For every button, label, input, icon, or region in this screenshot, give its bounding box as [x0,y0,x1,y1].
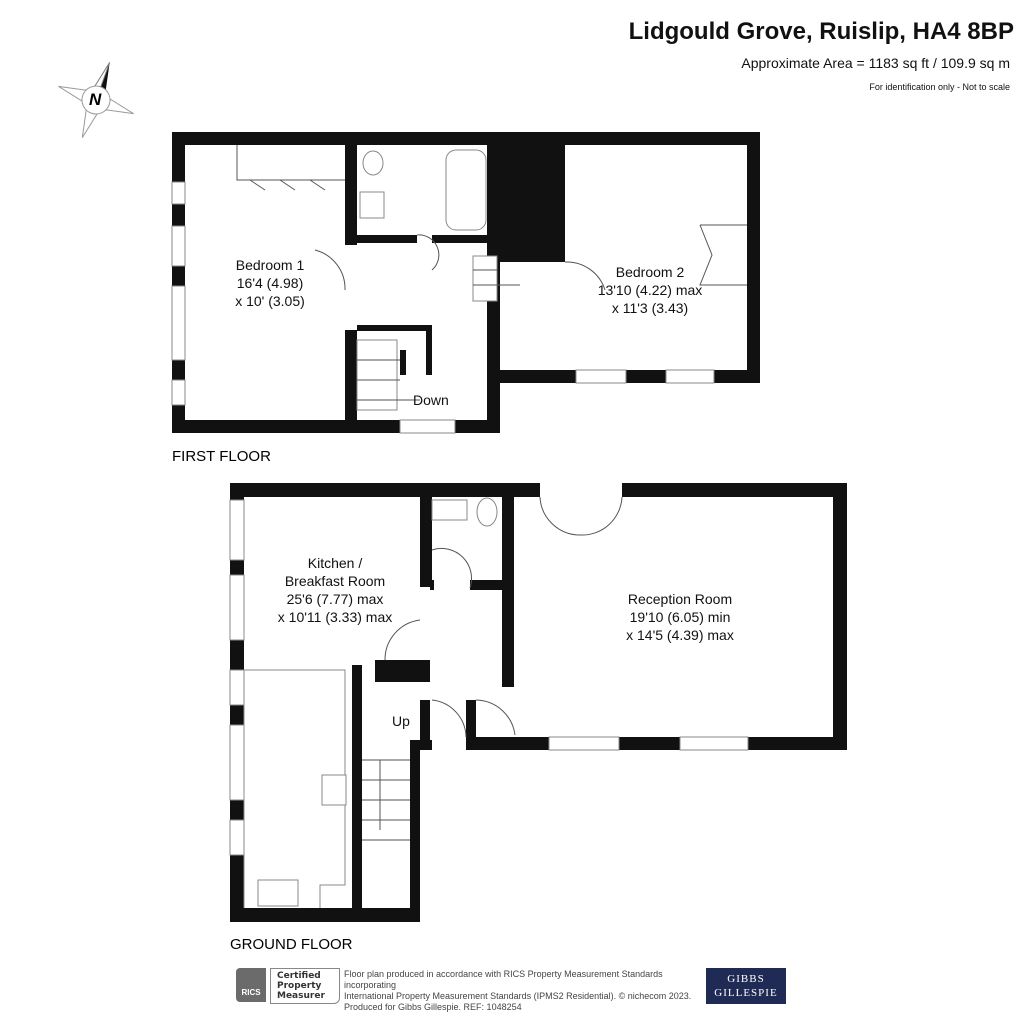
brand-line: GILLESPIE [714,987,778,999]
first-floor-label: FIRST FLOOR [172,448,271,465]
stairs-up-label: Up [392,713,410,729]
room-dimension: 25'6 (7.77) max [286,591,384,607]
room-name: Breakfast Room [284,573,386,589]
room-dimension: x 10' (3.05) [235,293,305,309]
room-dimension: 13'10 (4.22) max [597,282,703,298]
room-dimension: 19'10 (6.05) min [629,609,731,625]
room-name: Kitchen / [307,555,363,571]
stairs-down-label: Down [413,392,449,408]
scale-note: For identification only - Not to scale [869,82,1010,92]
ground-floor-label: GROUND FLOOR [230,936,353,953]
agent-logo: GIBBS GILLESPIE [706,968,786,1004]
room-bedroom-2: Bedroom 2 13'10 (4.22) max x 11'3 (3.43) [575,263,725,317]
room-dimension: x 11'3 (3.43) [611,300,689,316]
room-kitchen: Kitchen / Breakfast Room 25'6 (7.77) max… [255,554,415,626]
room-dimension: x 14'5 (4.39) max [626,627,734,643]
disclaimer-line: International Property Measurement Stand… [344,991,692,1001]
badge-line: Certified [277,971,321,981]
compass-icon [58,62,134,138]
room-name: Bedroom 1 [235,257,305,273]
brand-line: GIBBS [727,973,765,985]
certified-measurer-badge: Certified Property Measurer [270,968,340,1004]
ground-floor-plan [230,483,847,922]
room-bedroom-1: Bedroom 1 16'4 (4.98) x 10' (3.05) [200,256,340,310]
room-name: Reception Room [627,591,733,607]
room-name: Bedroom 2 [615,264,685,280]
badge-line: Property [277,981,322,991]
property-address: Lidgould Grove, Ruislip, HA4 8BP [628,18,1014,45]
badge-line: Measurer [277,991,325,1001]
rics-text: RICS [241,988,261,997]
approximate-area: Approximate Area = 1183 sq ft / 109.9 sq… [741,55,1010,71]
disclaimer-line: Produced for Gibbs Gillespie. REF: 10482… [344,1002,522,1012]
compass-north-label: N [89,90,102,109]
footer-disclaimer: Floor plan produced in accordance with R… [344,969,704,1013]
room-dimension: 16'4 (4.98) [236,275,304,291]
disclaimer-line: Floor plan produced in accordance with R… [344,969,663,990]
room-reception: Reception Room 19'10 (6.05) min x 14'5 (… [595,590,765,644]
rics-logo: RICS [236,968,266,1002]
room-dimension: x 10'11 (3.33) max [277,609,393,625]
